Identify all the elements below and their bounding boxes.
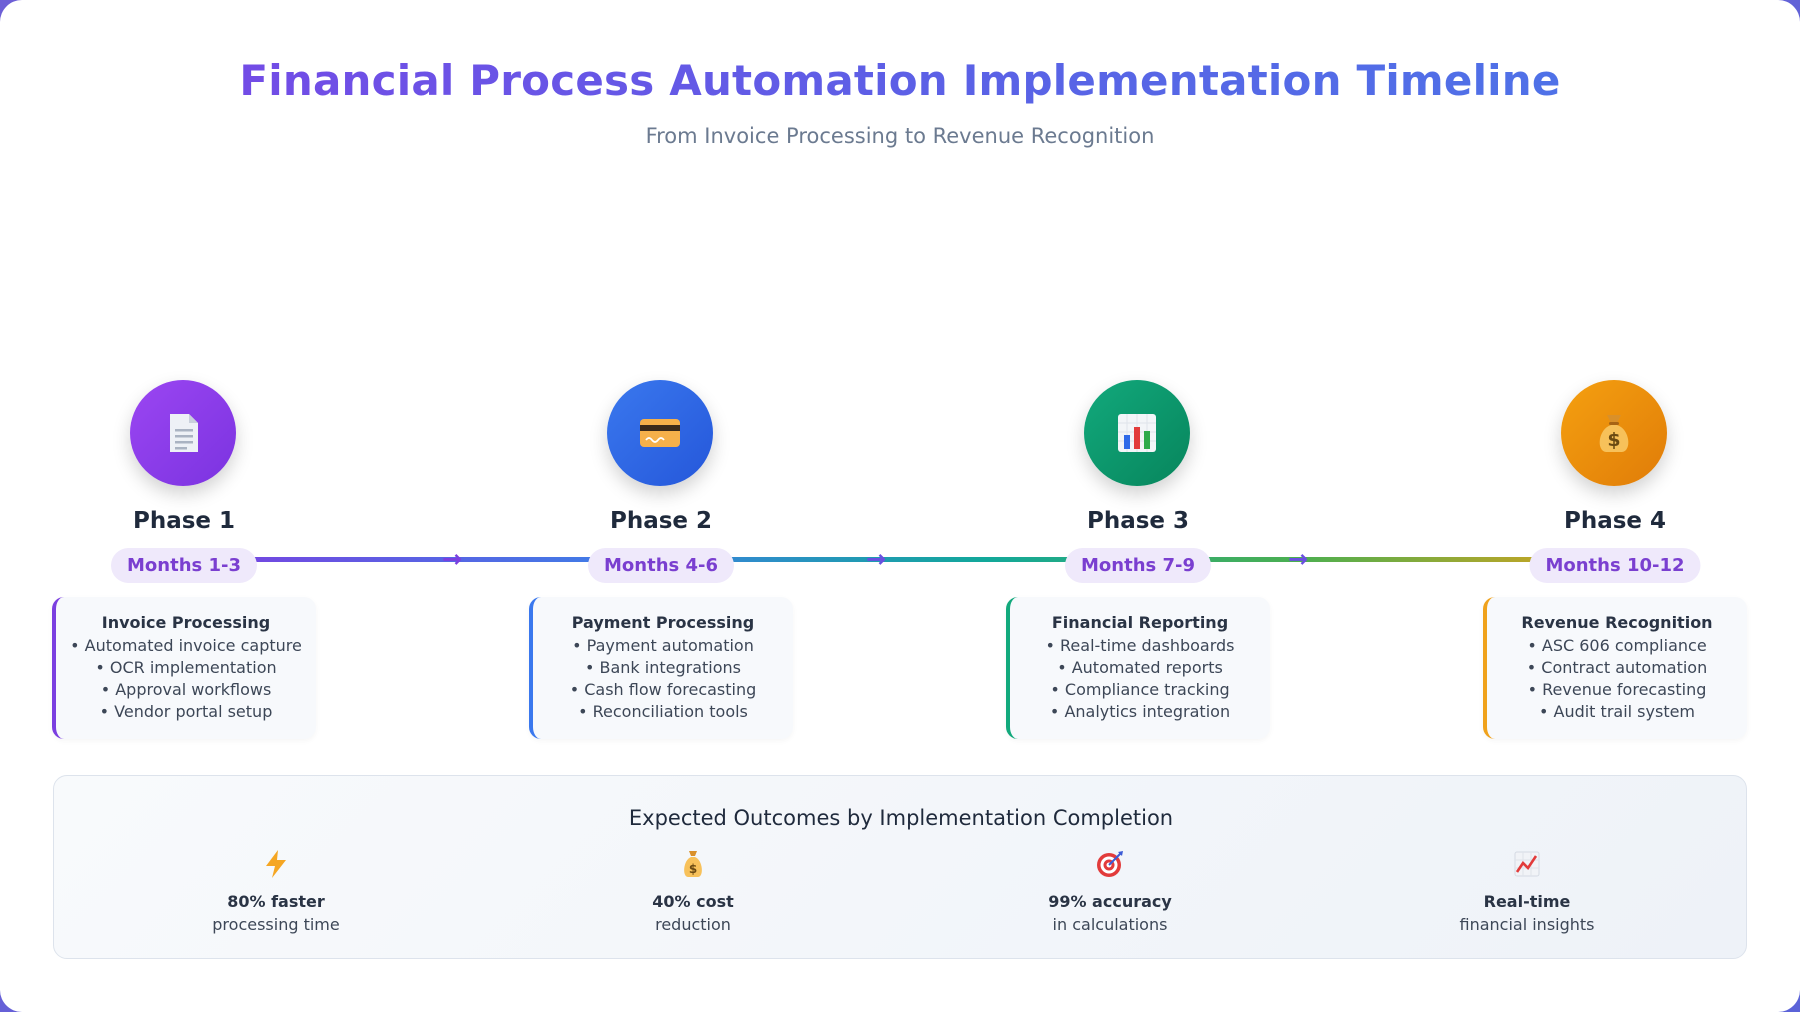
detail-item: • Payment automation [572, 636, 754, 655]
trend-chart-icon [1407, 848, 1647, 880]
outcome-value: 99% accuracy [1048, 892, 1172, 911]
credit-card-icon [607, 380, 713, 486]
page-title: Financial Process Automation Implementat… [0, 56, 1800, 105]
outcomes-title: Expected Outcomes by Implementation Comp… [628, 806, 1174, 830]
detail-item: • Compliance tracking [1050, 680, 1230, 699]
detail-item: • Cash flow forecasting [569, 680, 757, 699]
months-badge: Months 1-3 [110, 548, 258, 583]
arrow-right-icon: → [1288, 545, 1309, 573]
outcome-item: 80% faster processing time [156, 848, 396, 934]
outcome-value: 40% cost [652, 892, 734, 911]
detail-item: • Automated reports [1057, 658, 1223, 677]
detail-item: • Reconciliation tools [578, 702, 748, 721]
detail-title: Invoice Processing [101, 613, 271, 632]
detail-item: • Contract automation [1526, 658, 1708, 677]
target-icon [990, 848, 1230, 880]
months-badge: Months 4-6 [587, 548, 735, 583]
outcome-value: Real-time [1483, 892, 1571, 911]
detail-item: • Bank integrations [584, 658, 742, 677]
detail-title: Financial Reporting [1051, 613, 1229, 632]
arrow-right-icon: → [442, 545, 463, 573]
months-badge: Months 10-12 [1529, 548, 1701, 583]
document-icon [130, 380, 236, 486]
svg-text:$: $ [1607, 429, 1620, 451]
detail-title: Payment Processing [571, 613, 755, 632]
lightning-icon [156, 848, 396, 880]
months-badge: Months 7-9 [1064, 548, 1212, 583]
outcome-item: Real-time financial insights [1407, 848, 1647, 934]
phase-3-details: Financial Reporting • Real-time dashboar… [1006, 597, 1270, 739]
detail-item: • Revenue forecasting [1527, 680, 1707, 699]
money-bag-icon: $ [573, 848, 813, 880]
page-subtitle: From Invoice Processing to Revenue Recog… [645, 124, 1155, 148]
phase-4-details: Revenue Recognition • ASC 606 compliance… [1483, 597, 1747, 739]
outcome-desc: reduction [655, 915, 731, 934]
outcome-desc: processing time [212, 915, 340, 934]
detail-item: • OCR implementation [95, 658, 277, 677]
phase-label: Phase 2 [609, 508, 713, 534]
phase-2-details: Payment Processing • Payment automation … [529, 597, 793, 739]
phase-1-details: Invoice Processing • Automated invoice c… [52, 597, 316, 739]
phase-label: Phase 4 [1563, 508, 1667, 534]
svg-text:$: $ [689, 862, 697, 876]
detail-item: • Vendor portal setup [99, 702, 273, 721]
detail-item: • Analytics integration [1049, 702, 1231, 721]
outcome-desc: financial insights [1459, 915, 1595, 934]
detail-title: Revenue Recognition [1521, 613, 1713, 632]
timeline-connector [184, 557, 1616, 562]
outcome-value: 80% faster [227, 892, 325, 911]
detail-item: • ASC 606 compliance [1527, 636, 1707, 655]
detail-item: • Automated invoice capture [70, 636, 302, 655]
outcome-item: $ 40% cost reduction [573, 848, 813, 934]
money-bag-icon: $ [1561, 380, 1667, 486]
phase-label: Phase 3 [1086, 508, 1190, 534]
bar-chart-icon [1084, 380, 1190, 486]
detail-item: • Real-time dashboards [1045, 636, 1235, 655]
outcomes-panel: Expected Outcomes by Implementation Comp… [53, 775, 1747, 959]
outcome-item: 99% accuracy in calculations [990, 848, 1230, 934]
outcome-desc: in calculations [1052, 915, 1168, 934]
detail-item: • Audit trail system [1538, 702, 1696, 721]
detail-item: • Approval workflows [100, 680, 272, 699]
arrow-right-icon: → [866, 545, 887, 573]
phase-label: Phase 1 [132, 508, 236, 534]
